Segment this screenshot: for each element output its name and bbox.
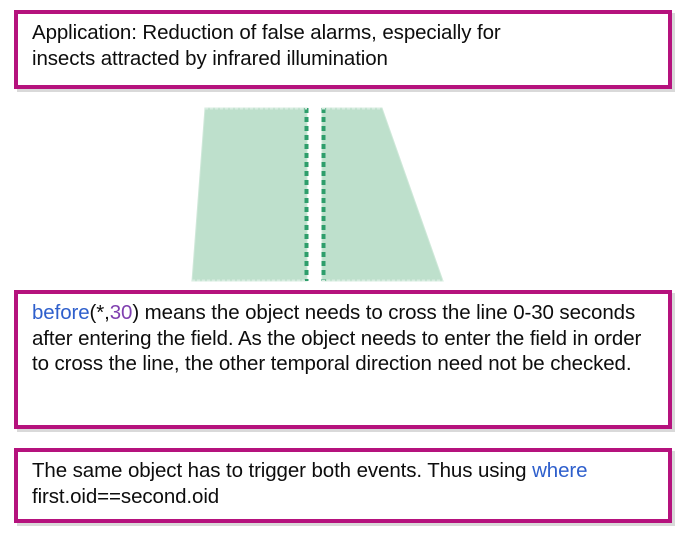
field-of-view-diagram	[0, 96, 682, 288]
before-interval-value: 30	[109, 301, 133, 324]
where-keyword: where	[532, 459, 588, 482]
application-text: Application: Reduction of false alarms, …	[18, 14, 668, 75]
before-description: means the object needs to cross the line…	[32, 301, 642, 375]
fov-svg	[191, 107, 444, 282]
right-field-of-view-region	[321, 107, 444, 282]
callout-application: Application: Reduction of false alarms, …	[14, 10, 672, 89]
before-paren-open: (*,	[89, 301, 110, 324]
same-object-sentence: The same object has to trigger both even…	[32, 459, 533, 482]
application-line-1: Application: Reduction of false alarms, …	[32, 21, 501, 44]
callout-before-operator: before(*,30) means the object needs to c…	[14, 290, 672, 429]
before-keyword: before	[32, 301, 90, 324]
callout-same-object: The same object has to trigger both even…	[14, 448, 672, 523]
same-object-text: The same object has to trigger both even…	[18, 452, 668, 513]
application-line-2: insects attracted by infrared illuminati…	[32, 46, 388, 70]
before-explanation-text: before(*,30) means the object needs to c…	[18, 294, 668, 381]
left-field-of-view-region	[191, 107, 308, 282]
where-expression: first.oid==second.oid	[32, 484, 220, 508]
before-paren-close: )	[132, 301, 140, 324]
